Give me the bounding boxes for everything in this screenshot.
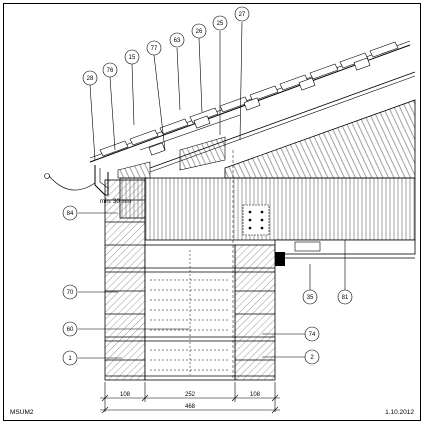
callout-26: 26 (196, 29, 203, 35)
roof-structure (89, 40, 416, 179)
callout-74: 74 (309, 332, 316, 338)
gutter (44, 165, 109, 196)
drawing-date: 1.10.2012 (385, 409, 414, 416)
callout-76: 76 (107, 68, 114, 74)
drawing-code: MSUM2 (10, 409, 34, 416)
drawing-frame (3, 3, 421, 421)
dimension-lines (100, 382, 280, 414)
dim-right: 108 (250, 392, 261, 398)
callout-2: 2 (310, 355, 314, 361)
dim-middle: 252 (185, 392, 196, 398)
top-beam (119, 177, 416, 266)
callout-60: 60 (67, 327, 74, 333)
callout-25: 25 (217, 21, 224, 27)
callout-63: 63 (174, 38, 181, 44)
callout-35: 35 (307, 295, 314, 301)
callout-labels: 28 76 15 77 63 26 25 27 84 70 60 1 35 81… (67, 12, 349, 362)
callout-84: 84 (67, 211, 74, 217)
callout-27: 27 (239, 12, 246, 18)
callout-1: 1 (68, 356, 72, 362)
callouts (62, 6, 353, 366)
dim-left: 108 (120, 392, 131, 398)
gap-annotation: min. 30 mm (100, 199, 131, 205)
callout-28: 28 (87, 76, 94, 82)
callout-15: 15 (129, 55, 136, 61)
dim-total: 468 (185, 404, 196, 410)
callout-81: 81 (342, 295, 349, 301)
callout-70: 70 (67, 290, 74, 296)
callout-77: 77 (151, 46, 158, 52)
